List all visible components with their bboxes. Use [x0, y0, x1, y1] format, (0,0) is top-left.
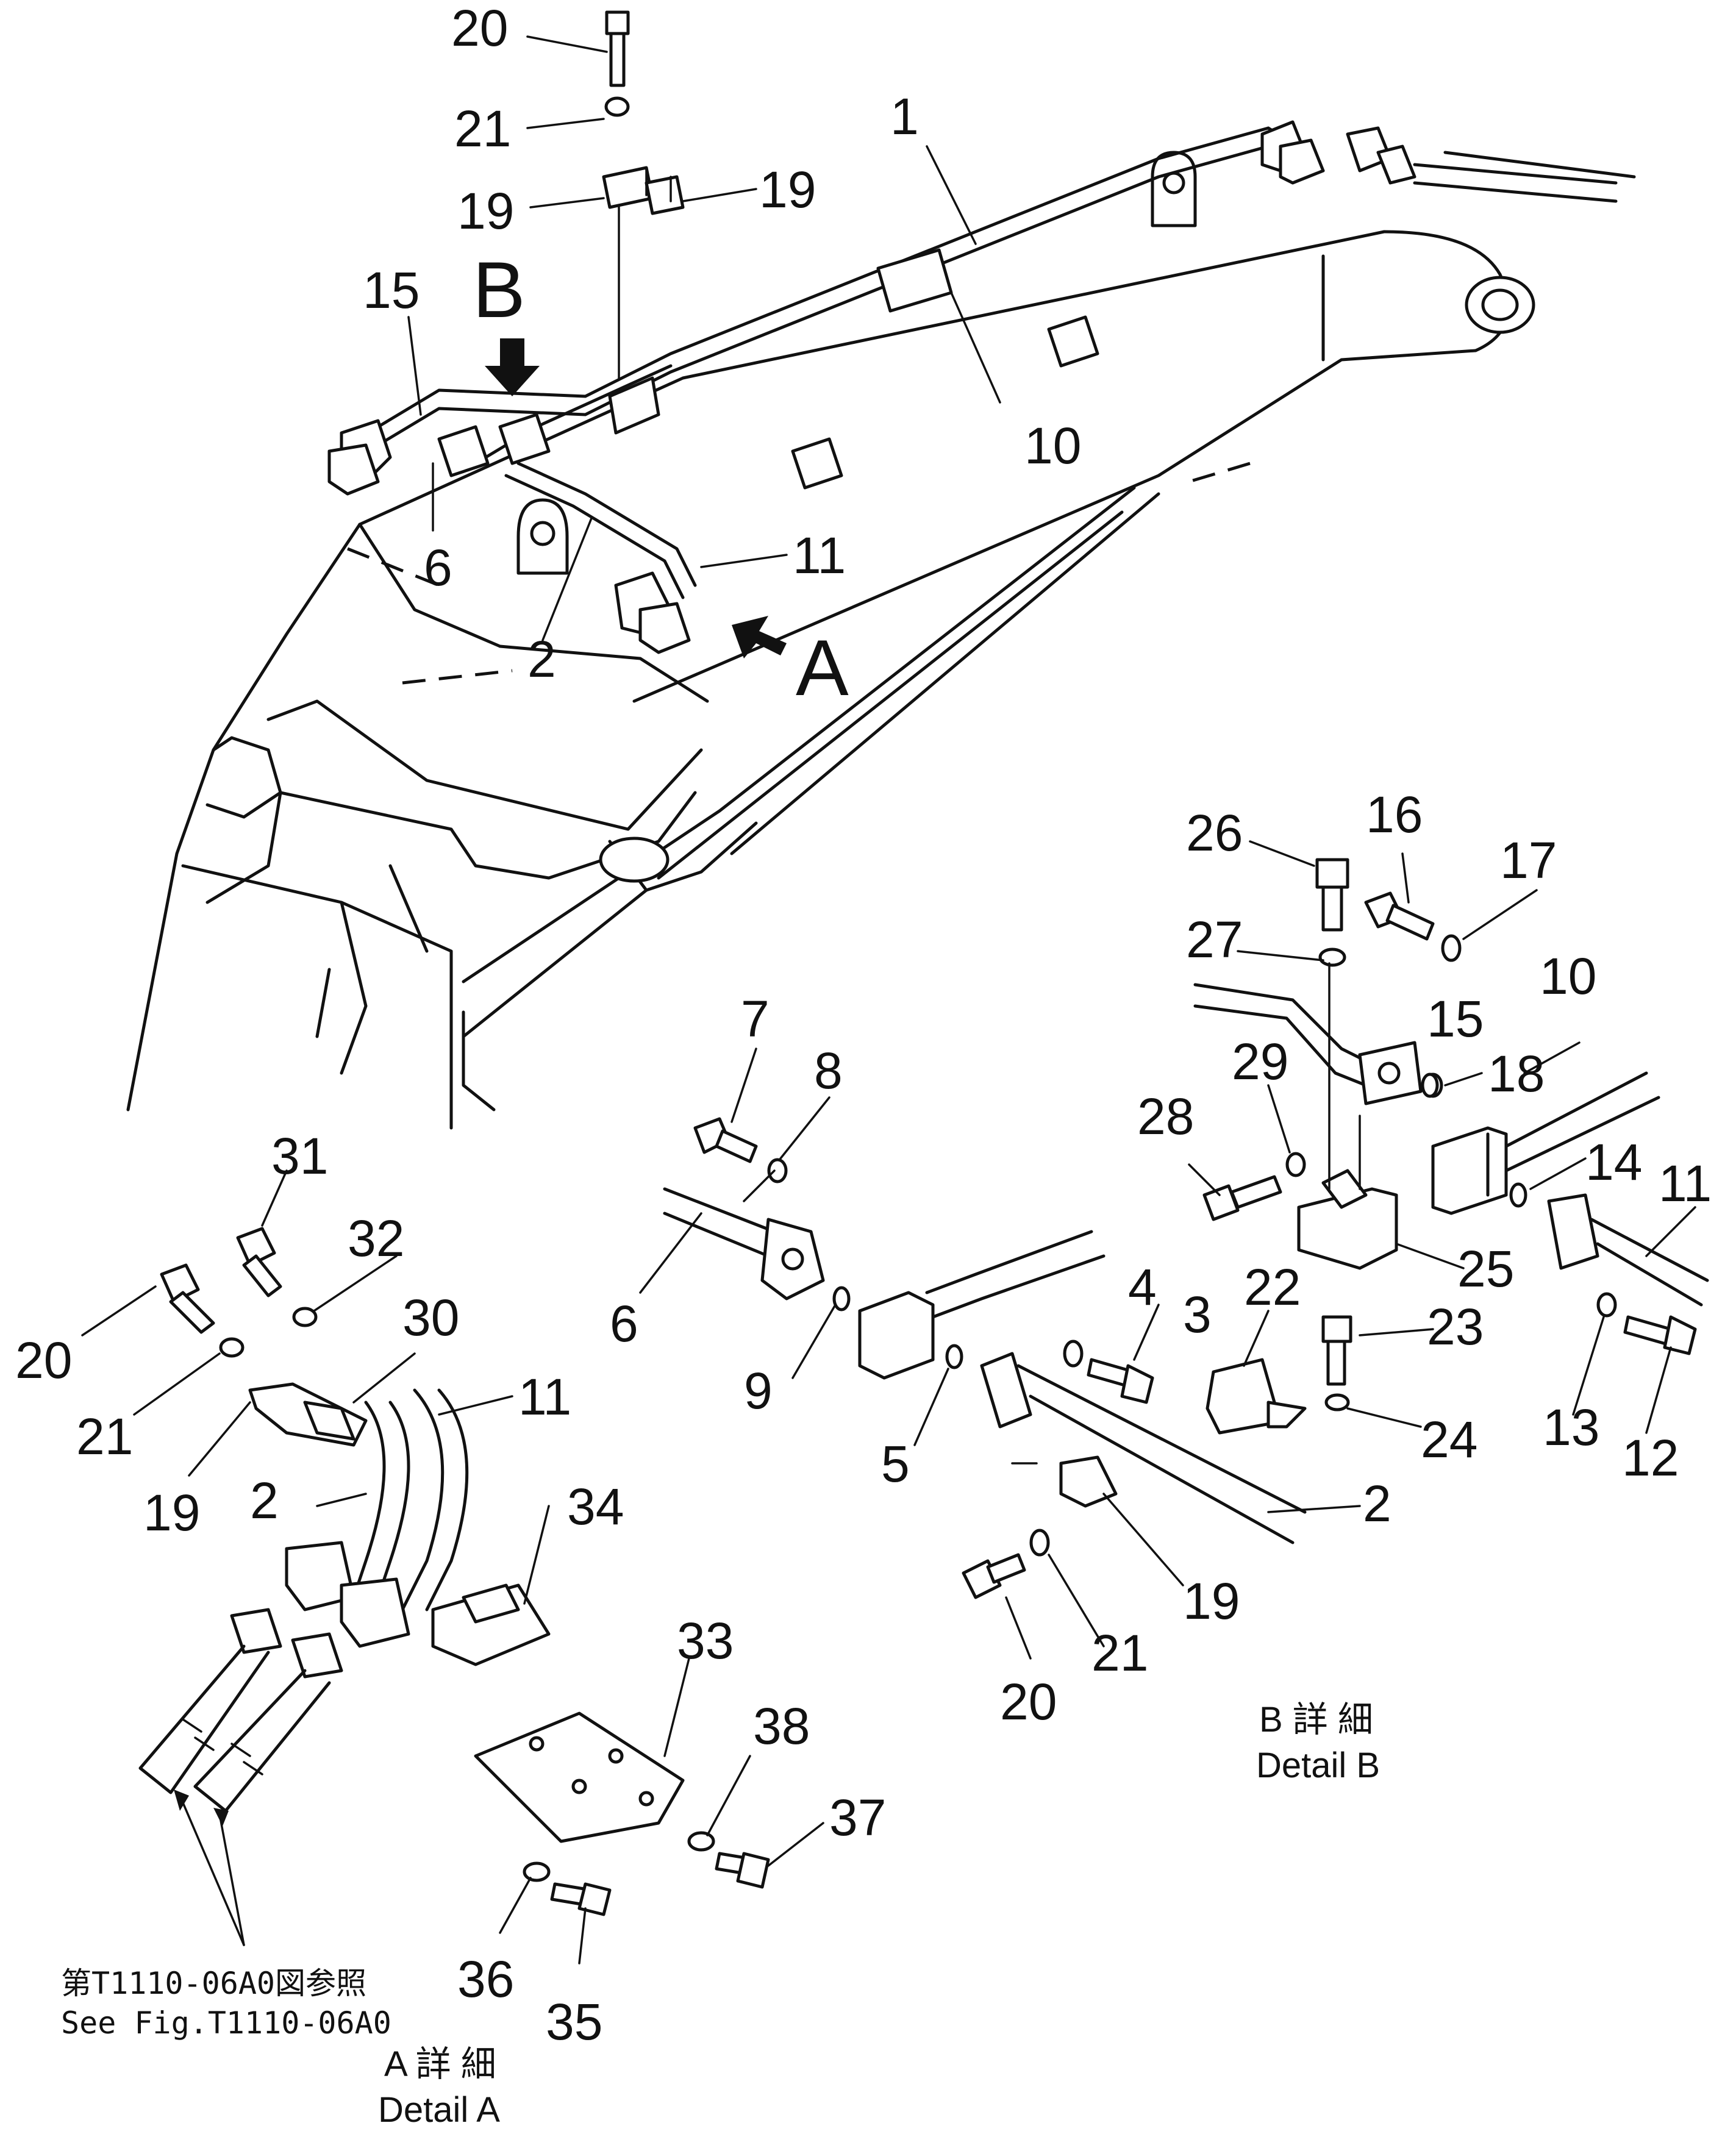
detail-a-caption-jp: A 詳 細	[384, 2044, 496, 2084]
callout-label: 2	[1363, 1475, 1391, 1532]
detail-a-caption-en: Detail A	[378, 2090, 500, 2130]
callout-label: 20	[1000, 1673, 1057, 1730]
arrow-A-icon	[732, 616, 787, 658]
callout-label: 11	[1659, 1155, 1712, 1212]
callout-label: 15	[363, 262, 420, 319]
callout-label: 6	[610, 1295, 638, 1352]
callout-label: 26	[1186, 804, 1243, 862]
callout-label: 21	[76, 1408, 133, 1465]
callout-label: 7	[741, 990, 770, 1047]
callout-label: 20	[15, 1332, 72, 1389]
callout-label: 15	[1427, 990, 1484, 1047]
callout-label: 35	[546, 1993, 602, 2050]
arrow-B-icon	[485, 338, 540, 396]
callout-label: 23	[1427, 1298, 1484, 1355]
callout-label: 19	[457, 182, 514, 240]
callout-label: 2	[527, 630, 556, 688]
leaders-top	[407, 35, 1001, 641]
callout-label: 30	[402, 1289, 459, 1346]
callout-label: 38	[753, 1697, 810, 1755]
callout-label: 18	[1488, 1045, 1545, 1102]
callout-label: 37	[829, 1789, 886, 1846]
detail-b-caption-en: Detail B	[1256, 1746, 1380, 1785]
callout-label: 3	[1183, 1286, 1212, 1343]
callout-label: 11	[793, 527, 846, 584]
callout-label: 19	[1183, 1572, 1240, 1630]
callout-label: 33	[677, 1612, 734, 1669]
callout-label: 21	[1091, 1624, 1148, 1682]
callout-label: 4	[1128, 1258, 1157, 1316]
callout-label: 31	[271, 1127, 328, 1185]
callout-label: 12	[1622, 1429, 1679, 1486]
top-bolt-clamp	[602, 10, 685, 379]
callout-label: 21	[454, 100, 511, 157]
callout-label: 1	[890, 88, 919, 145]
callout-label: 17	[1500, 832, 1557, 889]
callout-label: 19	[143, 1484, 200, 1541]
callout-label: 20	[451, 0, 508, 57]
captions: B 詳 細 Detail B A 詳 細 Detail A 第T1110-06A…	[61, 1700, 1380, 2130]
callout-label: 24	[1421, 1411, 1477, 1468]
callout-label: 8	[814, 1042, 843, 1099]
callout-label: 28	[1137, 1088, 1194, 1145]
callout-label: 16	[1366, 786, 1423, 843]
callout-label: 13	[1543, 1399, 1599, 1456]
boom-pipes	[327, 120, 1636, 654]
callout-label: 36	[457, 1950, 514, 2008]
callout-label: 19	[759, 161, 816, 218]
detail-b-marker: B	[473, 245, 526, 334]
callout-label: 27	[1186, 911, 1243, 968]
callout-label: 14	[1585, 1133, 1642, 1191]
callout-label: 5	[881, 1435, 910, 1493]
reference-note-en: See Fig.T1110-06A0	[61, 2005, 391, 2041]
callout-label: 10	[1024, 417, 1081, 474]
callout-labels: 20 21 19 19 1 15 10 6 11 2 A B 26 16 17 …	[15, 0, 1712, 2050]
callout-label: 11	[518, 1368, 571, 1426]
callout-label: 10	[1540, 947, 1596, 1005]
detail-b	[639, 840, 1709, 1660]
callout-label: 9	[744, 1362, 773, 1419]
callout-label: 25	[1457, 1240, 1514, 1297]
callout-label: 2	[250, 1472, 279, 1529]
callout-label: 22	[1244, 1258, 1301, 1316]
callout-label: 32	[348, 1210, 404, 1267]
detail-b-caption-jp: B 詳 細	[1259, 1700, 1373, 1740]
detail-a	[81, 1169, 824, 1964]
reference-note-jp: 第T1110-06A0図参照	[61, 1966, 366, 2001]
callout-label: 6	[424, 539, 452, 596]
callout-label: 29	[1232, 1033, 1288, 1090]
boom-body	[126, 151, 1535, 1130]
detail-a-marker: A	[796, 623, 849, 712]
callout-label: 34	[567, 1478, 624, 1535]
